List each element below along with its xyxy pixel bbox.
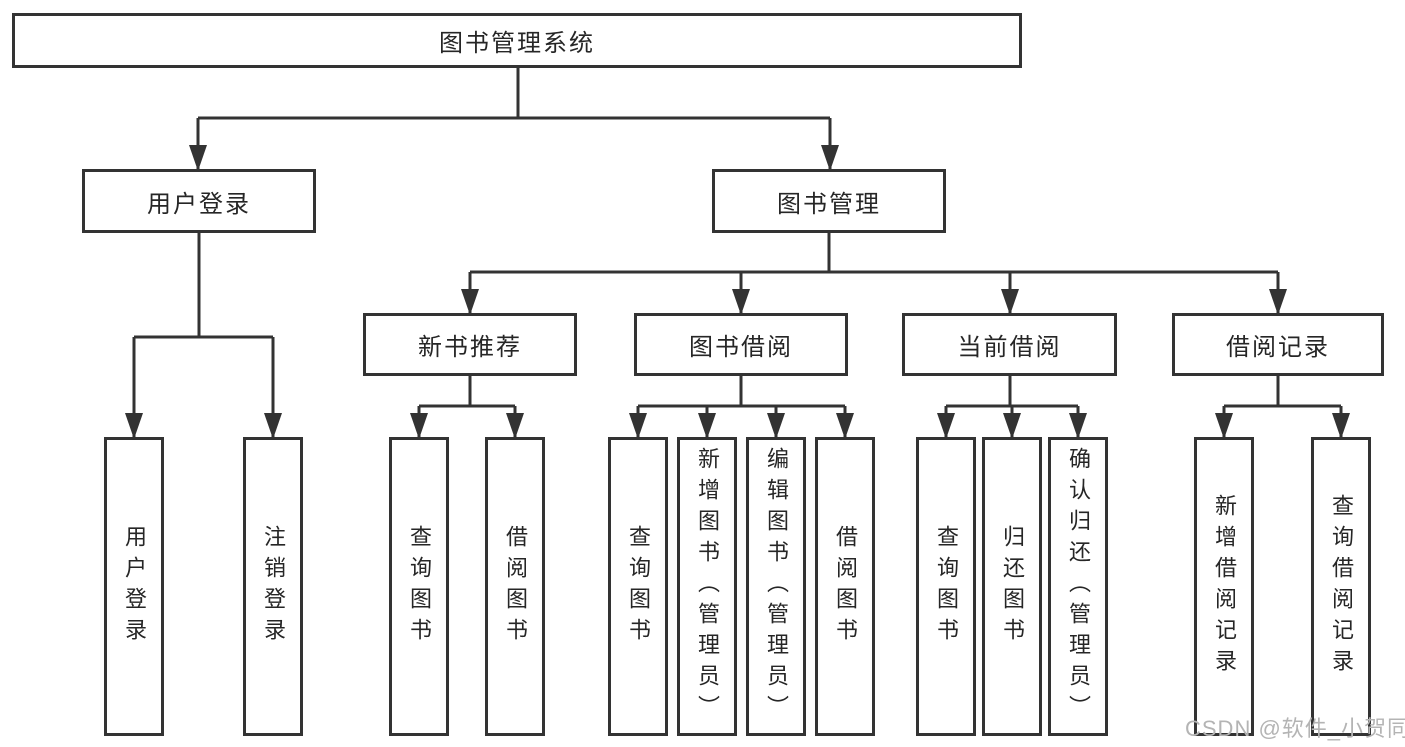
leaf-query-borrow-record-label: 查询借阅记录 — [1329, 493, 1354, 680]
leaf-borrow-books-recommend-label: 借阅图书 — [503, 524, 528, 649]
node-book-borrowing-label: 图书借阅 — [689, 334, 793, 361]
node-current-borrowing: 当前借阅 — [902, 313, 1117, 376]
node-user-login: 用户登录 — [82, 169, 316, 233]
leaf-add-borrow-record-label: 新增借阅记录 — [1212, 493, 1237, 680]
leaf-logout: 注销登录 — [243, 437, 303, 736]
leaf-add-books-admin: 新增图书（管理员） — [677, 437, 737, 736]
node-new-book-recommend: 新书推荐 — [363, 313, 577, 376]
leaf-logout-label: 注销登录 — [261, 524, 286, 649]
leaf-query-books-recommend-label: 查询图书 — [407, 524, 432, 649]
connector-user-login-to-leaves — [125, 233, 282, 439]
node-book-management-label: 图书管理 — [777, 190, 881, 218]
leaf-add-borrow-record: 新增借阅记录 — [1194, 437, 1254, 736]
leaf-query-books-current: 查询图书 — [916, 437, 976, 736]
node-book-management: 图书管理 — [712, 169, 946, 233]
connector-book-mgmt-to-level3 — [461, 233, 1287, 315]
connector-root-to-level2 — [189, 66, 839, 171]
leaf-add-books-admin-label: 新增图书（管理员） — [695, 447, 720, 726]
leaf-borrow-books-recommend: 借阅图书 — [485, 437, 545, 736]
leaf-confirm-return-admin: 确认归还（管理员） — [1048, 437, 1108, 736]
node-current-borrowing-label: 当前借阅 — [957, 334, 1062, 361]
leaf-return-books-label: 归还图书 — [1000, 524, 1025, 649]
leaf-query-books-current-label: 查询图书 — [934, 524, 959, 649]
node-new-book-recommend-label: 新书推荐 — [418, 334, 522, 361]
leaf-query-books-borrowing: 查询图书 — [608, 437, 668, 736]
node-root-system-label: 图书管理系统 — [439, 30, 595, 57]
node-borrowing-records-label: 借阅记录 — [1226, 334, 1330, 361]
leaf-query-books-borrowing-label: 查询图书 — [626, 524, 651, 649]
node-root-system: 图书管理系统 — [12, 13, 1022, 68]
leaf-borrow-books: 借阅图书 — [815, 437, 875, 736]
leaf-confirm-return-admin-label: 确认归还（管理员） — [1066, 447, 1091, 726]
connector-borrow-records-to-leaves — [1215, 376, 1350, 439]
leaf-user-login: 用户登录 — [104, 437, 164, 736]
node-book-borrowing: 图书借阅 — [634, 313, 848, 376]
leaf-user-login-label: 用户登录 — [122, 524, 147, 649]
node-borrowing-records: 借阅记录 — [1172, 313, 1384, 376]
node-user-login-label: 用户登录 — [147, 190, 251, 218]
connector-new-book-to-leaves — [410, 376, 524, 439]
connector-current-borrow-to-leaves — [937, 376, 1087, 439]
leaf-query-borrow-record: 查询借阅记录 — [1311, 437, 1371, 736]
leaf-query-books-recommend: 查询图书 — [389, 437, 449, 736]
leaf-borrow-books-label: 借阅图书 — [833, 524, 858, 649]
connector-book-borrow-to-leaves — [629, 376, 854, 439]
leaf-edit-books-admin: 编辑图书（管理员） — [746, 437, 806, 736]
csdn-watermark: CSDN @软件_小贺同学 — [1185, 716, 1405, 741]
leaf-edit-books-admin-label: 编辑图书（管理员） — [764, 447, 789, 726]
leaf-return-books: 归还图书 — [982, 437, 1042, 736]
